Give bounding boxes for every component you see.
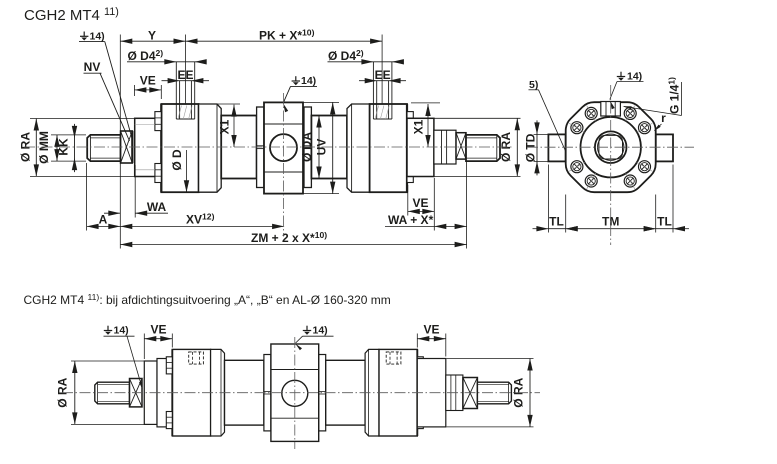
svg-text:WA + X*: WA + X* bbox=[388, 213, 434, 227]
svg-text:CGH2 MT4 11): bij afdichtingsu: CGH2 MT4 11): bij afdichtingsuitvoering … bbox=[24, 292, 391, 307]
svg-text:ZM + 2 x X*10): ZM + 2 x X*10) bbox=[251, 230, 327, 245]
svg-text:VE: VE bbox=[140, 74, 156, 88]
svg-text:VE: VE bbox=[423, 323, 439, 337]
svg-text:14): 14) bbox=[114, 325, 129, 337]
svg-text:TL: TL bbox=[657, 215, 672, 229]
svg-text:14): 14) bbox=[627, 70, 642, 82]
svg-text:PK + X*10): PK + X*10) bbox=[259, 28, 315, 43]
svg-text:G 1/41): G 1/41) bbox=[667, 77, 682, 114]
svg-text:Ø D42): Ø D42) bbox=[328, 48, 364, 63]
svg-text:Ø D: Ø D bbox=[170, 149, 184, 171]
svg-text:CGH2 MT4 11): CGH2 MT4 11) bbox=[24, 6, 119, 24]
svg-text:Ø MM: Ø MM bbox=[37, 131, 51, 164]
svg-text:NV: NV bbox=[84, 60, 101, 74]
svg-text:A: A bbox=[99, 212, 108, 226]
svg-text:5): 5) bbox=[529, 79, 538, 91]
svg-text:EE: EE bbox=[177, 68, 193, 82]
svg-text:WA: WA bbox=[147, 200, 167, 214]
svg-text:X1: X1 bbox=[218, 119, 232, 134]
svg-text:TL: TL bbox=[549, 215, 564, 229]
svg-text:r: r bbox=[661, 111, 666, 125]
svg-text:X1: X1 bbox=[412, 119, 426, 134]
svg-text:VE: VE bbox=[412, 196, 428, 210]
svg-text:Y: Y bbox=[148, 29, 156, 43]
svg-text:VE: VE bbox=[150, 323, 166, 337]
svg-text:14): 14) bbox=[90, 31, 105, 43]
svg-text:14): 14) bbox=[313, 325, 328, 337]
svg-text:EE: EE bbox=[375, 68, 391, 82]
svg-text:Ø D42): Ø D42) bbox=[128, 48, 164, 63]
svg-text:Ø TD: Ø TD bbox=[524, 133, 538, 162]
svg-text:14): 14) bbox=[301, 75, 316, 87]
